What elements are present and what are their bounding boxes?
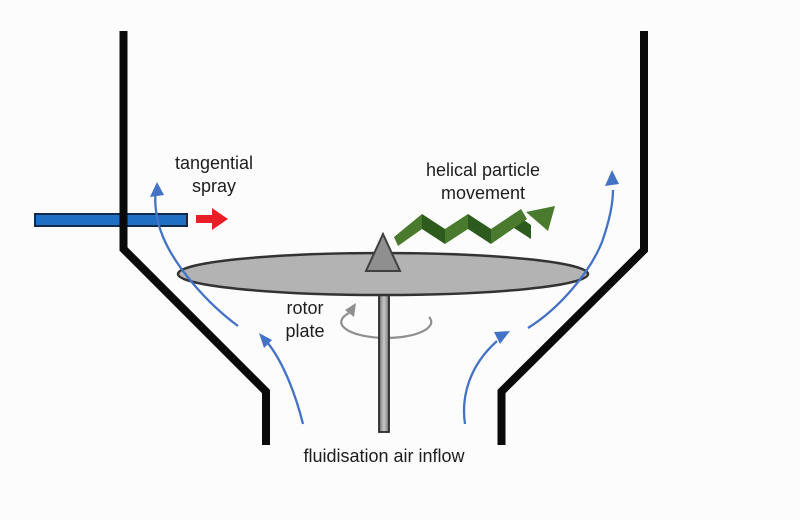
airflow-arrows bbox=[150, 170, 619, 425]
tangential-spray-label: tangential spray bbox=[143, 152, 285, 198]
vessel-right-wall bbox=[497, 31, 648, 445]
vessel-left-wall bbox=[119, 31, 270, 445]
helical-movement-arrow-icon bbox=[394, 206, 555, 246]
helical-movement-line2: movement bbox=[440, 183, 526, 203]
spray-direction-arrow-icon bbox=[196, 208, 228, 230]
rotor-plate-line2: plate bbox=[285, 321, 325, 341]
airflow-arrowhead-right-lower bbox=[494, 331, 510, 344]
rotor-plate-label: rotor plate bbox=[265, 297, 345, 343]
helix-arrowhead bbox=[526, 206, 555, 231]
helix-band-down-2 bbox=[468, 214, 491, 244]
tangential-spray-line2: spray bbox=[191, 176, 236, 196]
rotor-shaft bbox=[378, 279, 390, 433]
helix-band-up-2 bbox=[445, 214, 468, 244]
airflow-arrowhead-right-upper bbox=[605, 170, 619, 186]
helix-band-up-1 bbox=[394, 214, 422, 246]
fluidisation-air-inflow-label: fluidisation air inflow bbox=[303, 446, 465, 466]
helix-band-down-1 bbox=[422, 214, 445, 244]
airflow-arrow-right-upper bbox=[527, 189, 615, 329]
airflow-arrow-left-lower bbox=[266, 341, 305, 425]
rotor-cone bbox=[364, 231, 402, 272]
rotation-arrowhead-icon bbox=[345, 303, 356, 317]
helix-shaft bbox=[491, 209, 527, 244]
airflow-arrowhead-left-lower bbox=[259, 333, 272, 348]
helical-movement-line1: helical particle bbox=[425, 160, 541, 180]
rotor-plate-line1: rotor bbox=[286, 298, 324, 318]
airflow-arrow-left-upper bbox=[154, 190, 239, 327]
spray-tube bbox=[34, 213, 188, 227]
helical-movement-label: helical particle movement bbox=[402, 159, 564, 205]
airflow-arrowhead-left-upper bbox=[150, 182, 164, 197]
tangential-spray-line1: tangential bbox=[174, 153, 254, 173]
airflow-arrow-right-lower bbox=[462, 340, 498, 425]
